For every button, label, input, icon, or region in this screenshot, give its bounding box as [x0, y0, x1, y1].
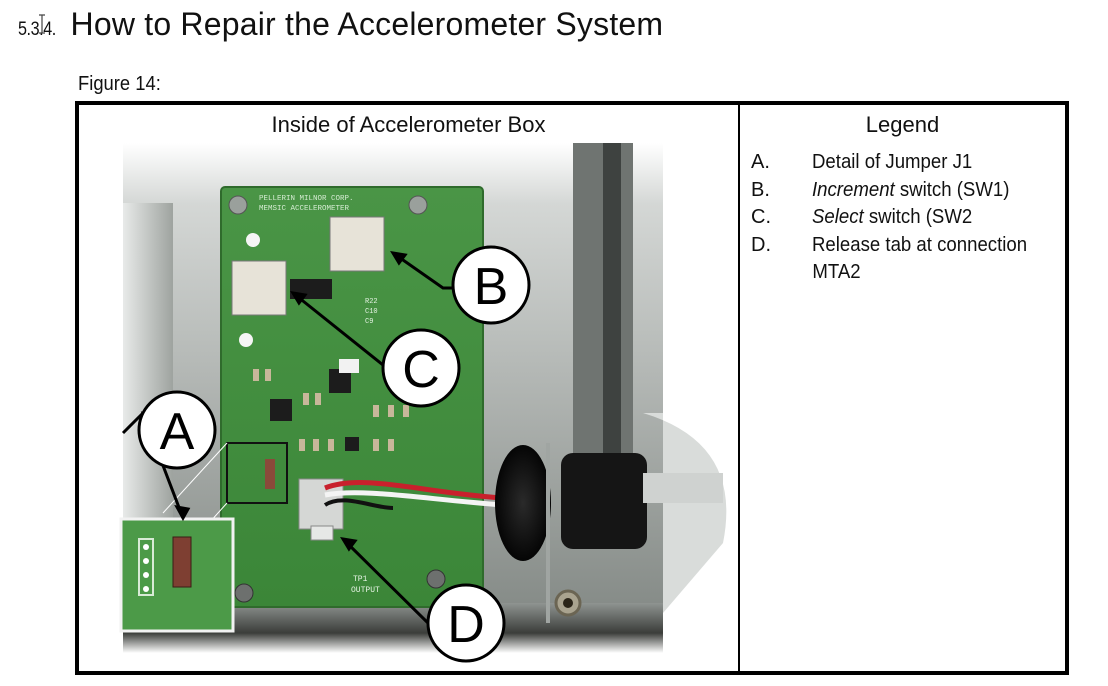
legend-emphasis: Select [812, 206, 864, 228]
section-title: How to Repair the Accelerometer System [70, 6, 664, 42]
callout-d: D [426, 583, 506, 663]
chip [270, 399, 292, 421]
capacitor [246, 233, 260, 247]
board-print-line-1: PELLERIN MILNOR CORP. [259, 195, 354, 203]
svg-text:OUTPUT: OUTPUT [351, 586, 380, 595]
callout-a: A [137, 390, 217, 470]
capacitor [239, 333, 253, 347]
image-caption: Inside of Accelerometer Box [271, 112, 546, 137]
legend-text: Detail of Jumper J1 [812, 151, 973, 173]
legend-list: A. Detail of Jumper J1 B. Increment swit… [751, 149, 1061, 287]
svg-text:A: A [160, 403, 195, 461]
legend-item: B. Increment switch (SW1) [751, 177, 1061, 205]
screw [408, 195, 428, 215]
legend-letter: A. [751, 151, 770, 173]
gland-nut [561, 453, 647, 549]
jumper-j1-highlight [226, 442, 288, 504]
increment-switch-sw1 [329, 216, 385, 272]
legend-continuation: MTA2 [812, 261, 861, 283]
legend-emphasis: Increment [812, 178, 895, 201]
legend-letter: D. [751, 233, 771, 256]
legend-letter: B. [751, 178, 770, 201]
screw [426, 569, 446, 589]
svg-text:C10: C10 [365, 308, 378, 316]
image-cell: Inside of Accelerometer Box [79, 105, 740, 671]
legend-text: switch (SW1) [894, 178, 1010, 201]
svg-text:D: D [447, 596, 485, 654]
legend-item: A. Detail of Jumper J1 [751, 149, 1061, 177]
cable-gland [495, 445, 551, 561]
screw [228, 195, 248, 215]
callout-b: B [451, 245, 531, 325]
svg-text:C9: C9 [365, 318, 373, 326]
jumper-j1 [265, 459, 275, 489]
section-number: 5.3.4. [18, 19, 56, 40]
legend-text: Release tab at connection [812, 233, 1028, 256]
chip [345, 437, 359, 451]
text-cursor-icon [39, 14, 45, 34]
legend-cell: Legend A. Detail of Jumper J1 B. Increme… [740, 105, 1065, 671]
legend-title: Legend [865, 112, 940, 137]
legend-item: D. Release tab at connection [751, 232, 1061, 260]
section-heading: 5.3.4. How to Repair the Accelerometer S… [18, 6, 663, 43]
legend-letter: C. [751, 206, 771, 228]
svg-text:TP1: TP1 [353, 575, 368, 584]
accelerometer-photo: PELLERIN MILNOR CORP. MEMSIC ACCELEROMET… [119, 143, 727, 663]
component [339, 359, 359, 373]
legend-item: C. Select switch (SW2 [751, 204, 1061, 232]
release-tab [310, 525, 334, 541]
legend-text: switch (SW2 [863, 206, 973, 228]
figure-label: Figure 14: [78, 73, 161, 95]
figure-table: Inside of Accelerometer Box [75, 101, 1069, 675]
screw [234, 583, 254, 603]
svg-text:C: C [402, 341, 440, 399]
svg-text:R22: R22 [365, 298, 378, 306]
callout-c: C [381, 328, 461, 408]
select-switch-sw2 [231, 260, 287, 316]
board-print-line-2: MEMSIC ACCELEROMETER [259, 205, 350, 213]
chip [329, 369, 351, 393]
svg-text:B: B [474, 258, 509, 316]
